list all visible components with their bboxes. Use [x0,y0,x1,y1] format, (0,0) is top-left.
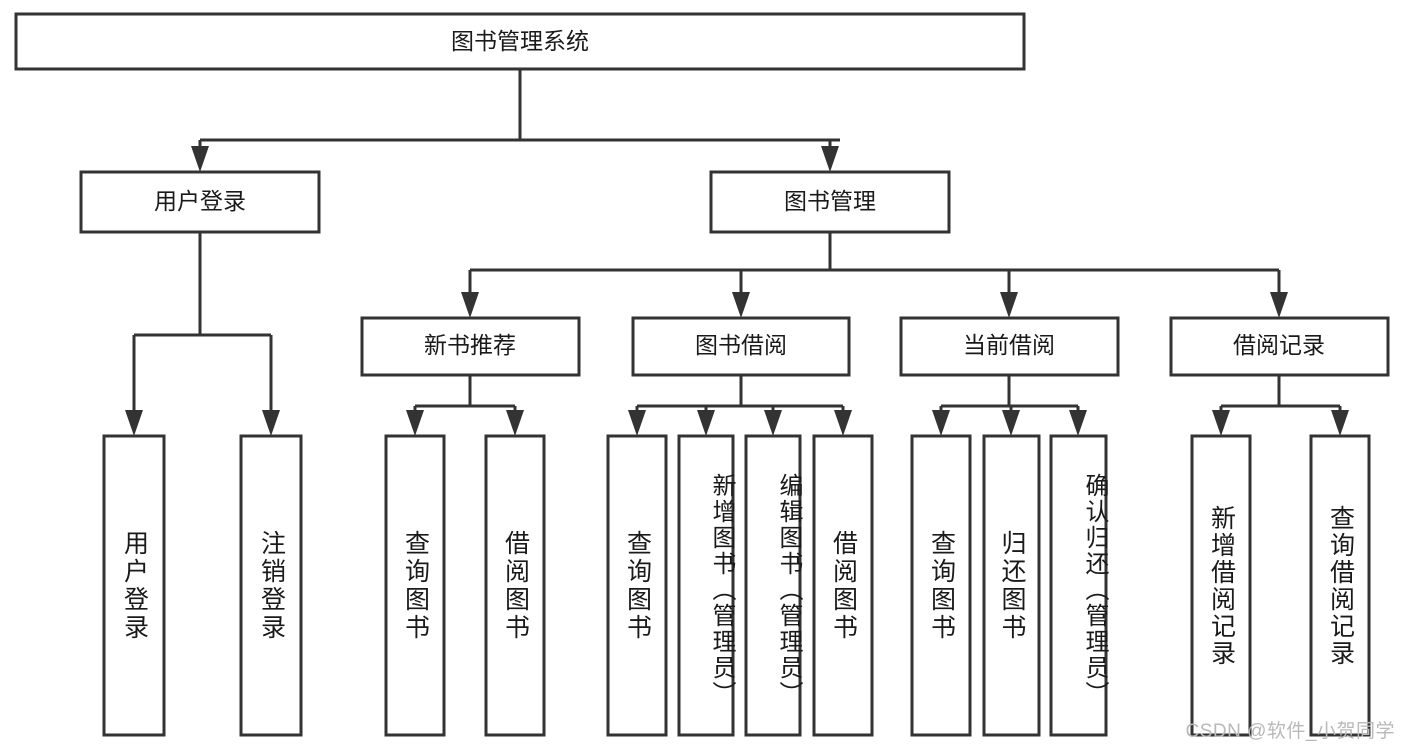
leaf-boxes [102,434,1371,737]
leaf-box-query-book-borrow[interactable] [606,434,668,737]
node-borrow-record-label: 借阅记录 [1233,332,1325,358]
leaf-box-query-borrow-record[interactable] [1309,434,1371,737]
leaf-box-borrow-book-rec[interactable] [484,434,546,737]
leaf-box-logout[interactable] [239,434,303,737]
connector-root-to-level2 [191,69,840,172]
node-book-manage-label: 图书管理 [784,188,876,214]
node-new-book-recommend[interactable]: 新书推荐 [360,316,581,377]
connector-userlogin-to-leaves [125,232,280,436]
node-root-label: 图书管理系统 [451,28,589,54]
node-current-borrow[interactable]: 当前借阅 [899,316,1120,377]
node-borrow-record[interactable]: 借阅记录 [1169,316,1390,377]
node-current-borrow-label: 当前借阅 [963,332,1055,358]
leaf-box-return-book[interactable] [982,434,1041,737]
node-root[interactable]: 图书管理系统 [14,12,1026,71]
node-book-borrow-label: 图书借阅 [695,332,787,358]
node-book-manage[interactable]: 图书管理 [709,170,951,234]
leaf-box-add-book-admin[interactable] [677,434,735,737]
leaf-box-user-login[interactable] [102,434,166,737]
leaf-box-query-book-current[interactable] [910,434,972,737]
leaf-box-add-borrow-record[interactable] [1190,434,1252,737]
leaf-box-query-book-rec[interactable] [384,434,446,737]
leaf-box-confirm-return-admin[interactable] [1049,434,1108,737]
connector-currentborrow-to-leaves [932,375,1087,436]
node-user-login[interactable]: 用户登录 [79,170,321,234]
leaf-box-edit-book-admin[interactable] [744,434,802,737]
node-book-borrow[interactable]: 图书借阅 [631,316,851,377]
node-new-book-recommend-label: 新书推荐 [424,332,516,358]
csdn-watermark: CSDN @软件_小贺同学 [1185,721,1395,742]
node-user-login-label: 用户登录 [154,188,246,214]
connector-bookborrow-to-leaves [628,375,852,436]
connector-bookmanage-to-level3 [461,232,1288,318]
leaf-box-borrow-book[interactable] [812,434,874,737]
connector-borrowrecord-to-leaves [1212,375,1349,436]
connector-newbook-to-leaves [406,375,524,436]
